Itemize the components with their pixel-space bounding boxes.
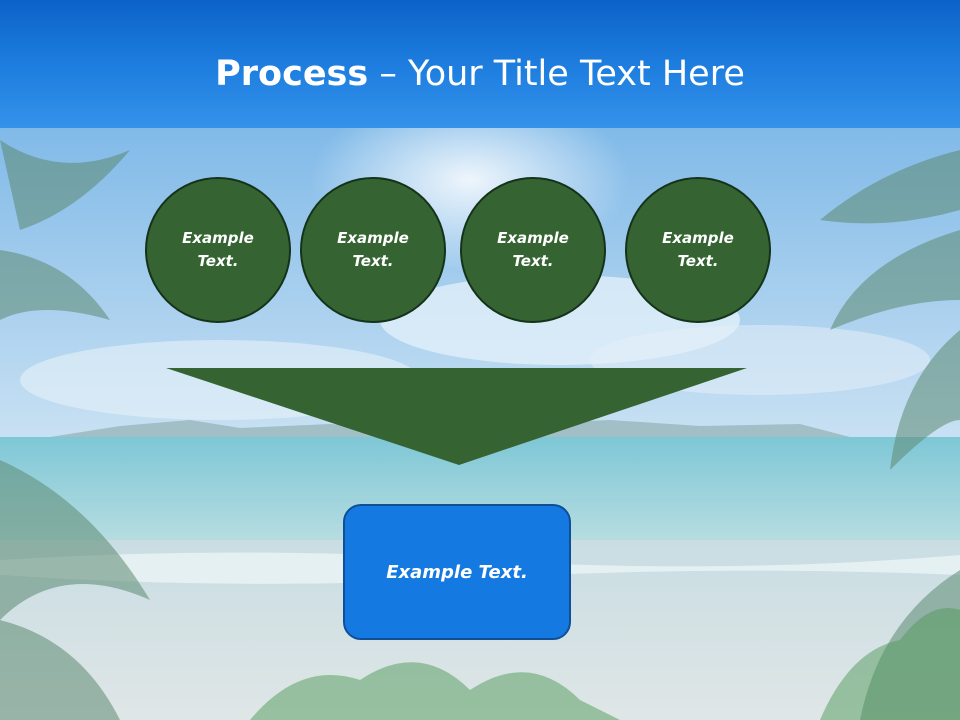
result-text: Example Text. [386, 561, 528, 583]
process-step-circle: Example Text. [625, 177, 771, 323]
process-step-circle: Example Text. [300, 177, 446, 323]
process-step-text: Example Text. [337, 229, 409, 270]
process-step-text: Example Text. [662, 229, 734, 270]
title-bar [0, 0, 960, 128]
slide-title: Process – Your Title Text Here [0, 52, 960, 96]
process-step-circle: Example Text. [145, 177, 291, 323]
process-step-text: Example Text. [497, 229, 569, 270]
title-bold: Process [215, 54, 369, 94]
result-box: Example Text. [343, 504, 571, 640]
process-step-circle: Example Text. [460, 177, 606, 323]
title-rest: – Your Title Text Here [368, 54, 745, 94]
process-step-text: Example Text. [182, 229, 254, 270]
